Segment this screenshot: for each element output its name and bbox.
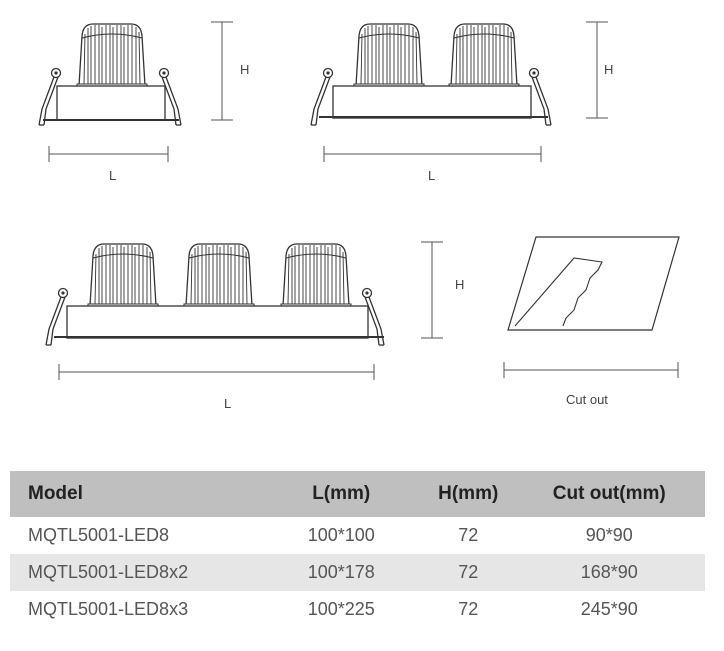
cell-length: 100*100 [307,525,375,545]
cell-height: 72 [458,525,479,545]
triple-h-label: H [455,277,465,292]
single-l-label: L [109,168,117,183]
cutout-label: Cut out [566,392,608,407]
double-l-label: L [428,168,436,183]
cell-model: MQTL5001-LED8x2 [28,562,189,582]
cell-height: 72 [458,599,479,619]
triple-module-drawing [45,241,443,380]
header-length: L(mm) [312,483,371,504]
cell-cutout: 168*90 [580,562,638,582]
header-model: Model [28,483,83,504]
table-row: MQTL5001-LED8 100*100 72 90*90 [10,517,705,554]
cell-cutout: 245*90 [580,599,638,619]
specification-table: Model L(mm) H(mm) Cut out(mm) MQTL5001-L… [10,471,705,628]
table-row: MQTL5001-LED8x2 100*178 72 168*90 [10,554,705,591]
cutout-drawing [503,236,680,378]
table-header-row: Model L(mm) H(mm) Cut out(mm) [10,471,705,517]
triple-l-label: L [224,396,232,411]
dimension-drawings [38,21,680,380]
cell-cutout: 90*90 [585,525,633,545]
cell-length: 100*178 [307,562,375,582]
double-module-drawing [310,21,608,162]
header-cutout: Cut out(mm) [552,483,666,504]
cell-length: 100*225 [307,599,375,619]
table-row: MQTL5001-LED8x3 100*225 72 245*90 [10,591,705,628]
cell-height: 72 [458,562,479,582]
single-h-label: H [240,62,250,77]
header-height: H(mm) [438,483,499,504]
double-h-label: H [604,62,614,77]
cell-model: MQTL5001-LED8 [28,525,170,545]
single-module-drawing [38,21,233,162]
cell-model: MQTL5001-LED8x3 [28,599,189,619]
